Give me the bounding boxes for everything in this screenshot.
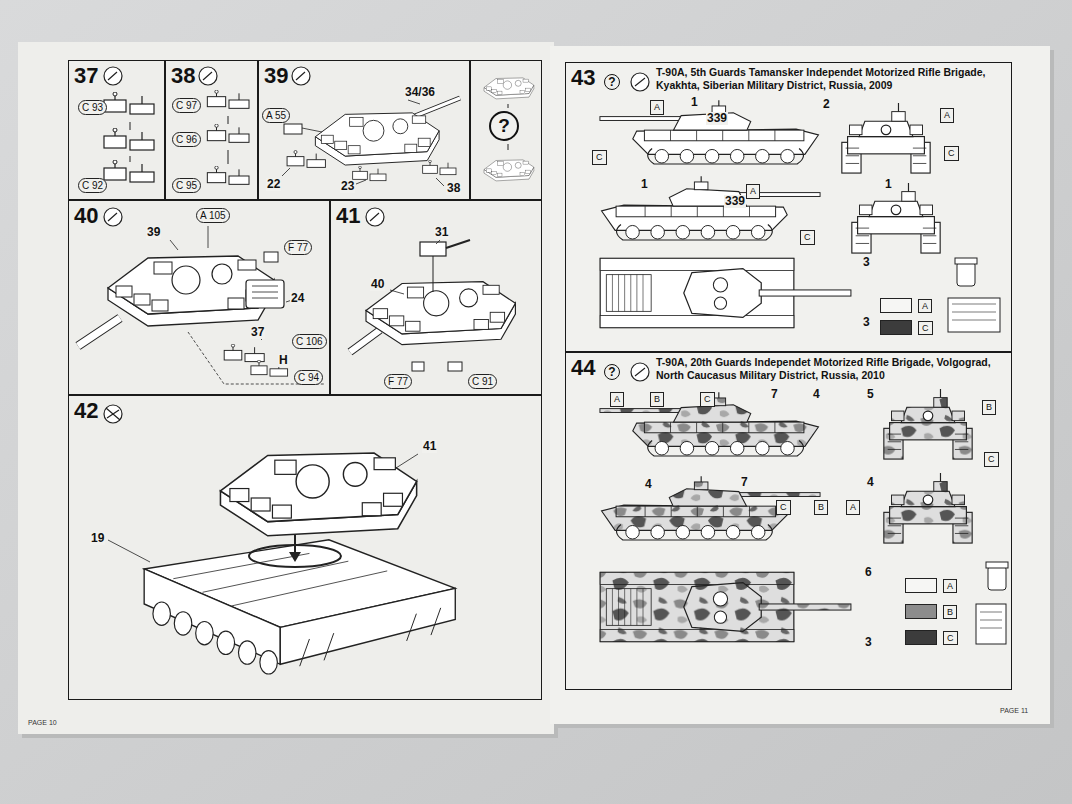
color-flag: B <box>982 400 996 415</box>
callout-number: 7 <box>770 388 779 401</box>
step-number: 43 <box>571 66 595 90</box>
color-flag: C <box>592 150 607 165</box>
part-callout: F 77 <box>384 374 412 389</box>
color-swatch <box>880 298 912 313</box>
step-number: 44 <box>571 356 595 380</box>
callout-number: 1 <box>884 178 893 191</box>
part-callout: C 94 <box>294 370 323 385</box>
part-callout: C 106 <box>292 334 327 349</box>
callout-number: 4 <box>644 478 653 491</box>
callout-number: 22 <box>266 178 281 191</box>
part-callout: C 91 <box>468 374 497 389</box>
step-number: 39 <box>264 64 288 88</box>
color-swatch <box>905 630 937 645</box>
color-flag: C <box>800 230 815 245</box>
part-callout: C 92 <box>78 178 107 193</box>
callout-number: 3 <box>862 256 871 269</box>
color-flag: A <box>650 100 664 115</box>
callout-number: 37 <box>250 326 265 339</box>
page-number: PAGE 11 <box>1000 706 1028 715</box>
right-page <box>550 46 1050 724</box>
final-assembly-42 <box>108 453 455 674</box>
turret-40 <box>78 226 325 384</box>
callout-number: 339 <box>724 195 746 208</box>
color-swatch <box>905 578 937 593</box>
color-flag: A <box>746 184 760 199</box>
step-panel: 39 <box>258 60 470 200</box>
callout-number: 34/36 <box>404 86 436 99</box>
views-43 <box>600 100 1000 332</box>
part-callout: F 77 <box>284 240 312 255</box>
part-callout: C 93 <box>78 100 107 115</box>
callout-number: 3 <box>864 636 873 649</box>
turret-39 <box>282 98 460 186</box>
step-number: 42 <box>74 399 98 423</box>
callout-number: 4 <box>866 476 875 489</box>
color-letter: C <box>943 631 958 645</box>
question-symbol: ? <box>604 364 620 380</box>
question-symbol: ? <box>604 74 620 90</box>
left-page <box>18 42 554 734</box>
parts-37 <box>104 92 154 182</box>
part-callout: C 97 <box>172 98 201 113</box>
step-number: 41 <box>336 204 360 228</box>
color-flag: C <box>700 392 715 407</box>
callout-number: 24 <box>290 292 305 305</box>
color-letter: A <box>943 579 957 593</box>
part-callout: C 95 <box>172 178 201 193</box>
callout-number: 6 <box>864 566 873 579</box>
views-44 <box>600 389 1008 644</box>
page-number: PAGE 10 <box>28 718 57 727</box>
callout-number: 39 <box>146 226 161 239</box>
callout-number: 23 <box>340 180 355 193</box>
scheme-title: T-90A, 5th Guards Tamansker Independet M… <box>656 66 1008 92</box>
color-letter: A <box>918 299 932 313</box>
glue-icons <box>104 67 649 423</box>
part-callout: A 55 <box>262 108 290 123</box>
scheme-title: T-90A, 20th Guards Independet Motorized … <box>656 356 1008 382</box>
question-symbol: ? <box>489 111 519 141</box>
callout-number: 41 <box>422 440 437 453</box>
color-flag: C <box>776 500 791 515</box>
alternative-views <box>484 78 534 181</box>
color-flag: A <box>846 500 860 515</box>
color-flag: C <box>984 452 999 467</box>
callout-number: 7 <box>740 476 749 489</box>
part-callout: C 96 <box>172 132 201 147</box>
turret-41 <box>350 240 515 371</box>
color-flag: A <box>610 392 624 407</box>
callout-number: 38 <box>446 182 461 195</box>
callout-number: 339 <box>706 112 728 125</box>
step-panel: 42 <box>68 395 542 700</box>
part-callout: A 105 <box>196 208 230 223</box>
step-panel: ? <box>470 60 542 200</box>
callout-number: 40 <box>370 278 385 291</box>
step-number: 38 <box>171 64 195 88</box>
color-flag: B <box>814 500 828 515</box>
color-swatch <box>880 320 912 335</box>
callout-number: 3 <box>862 316 871 329</box>
color-letter: C <box>918 321 933 335</box>
step-number: 37 <box>74 64 98 88</box>
callout-number: 31 <box>434 226 449 239</box>
color-flag: C <box>944 146 959 161</box>
callout-number: 1 <box>690 96 699 109</box>
callout-number: 2 <box>822 98 831 111</box>
callout-number: 1 <box>640 178 649 191</box>
parts-38 <box>207 90 249 184</box>
color-letter: B <box>943 605 957 619</box>
step-panel: 43 T-90A, 5th Guards Tamansker Independet… <box>565 62 1012 352</box>
callout-number: 19 <box>90 532 105 545</box>
callout-number: 4 <box>812 388 821 401</box>
callout-number: 5 <box>866 388 875 401</box>
callout-number: H <box>278 354 289 367</box>
step-number: 40 <box>74 204 98 228</box>
color-flag: B <box>650 392 664 407</box>
color-flag: A <box>940 108 954 123</box>
color-swatch <box>905 604 937 619</box>
